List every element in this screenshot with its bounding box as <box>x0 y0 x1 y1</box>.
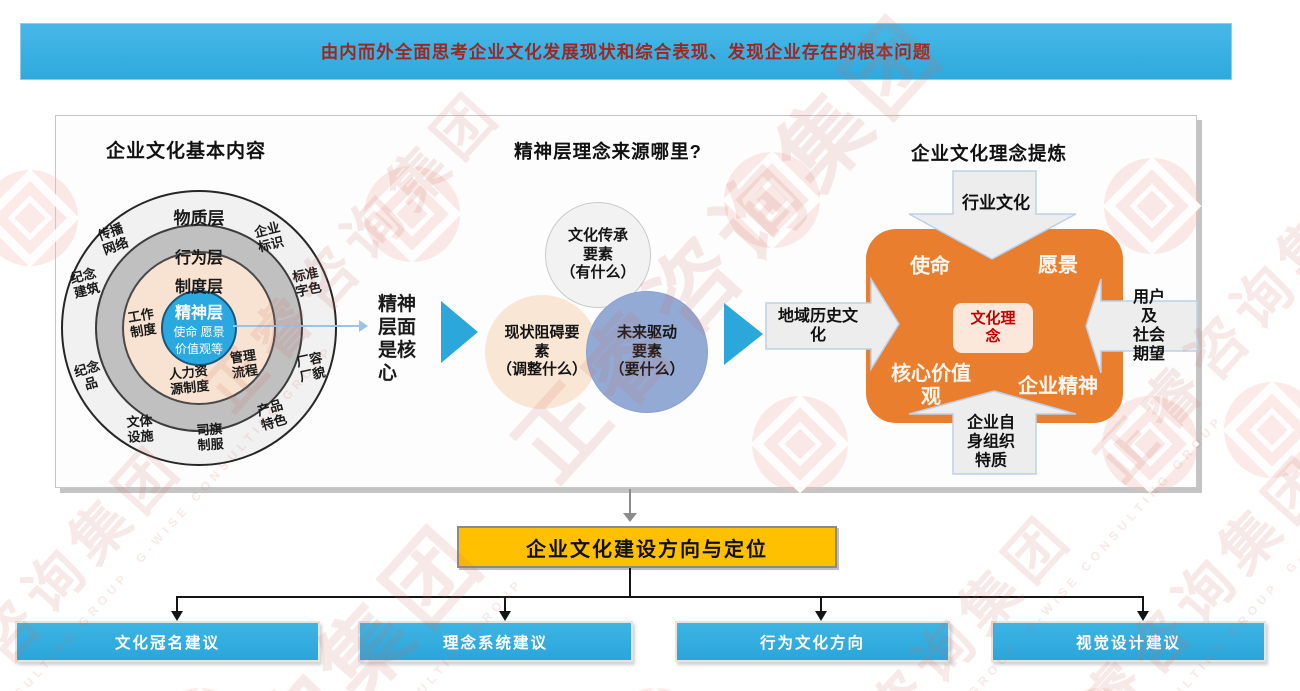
connector-stem <box>629 568 631 597</box>
banner: 由内而外全面思考企业文化发展现状和综合表现、发现企业存在的根本问题 <box>20 23 1232 80</box>
spirit-core-circle: 精神层 使命 愿景 价值观等 <box>161 290 237 366</box>
connector-drop-4 <box>1142 596 1144 612</box>
quad-core-values: 核心价值 观 <box>891 363 971 408</box>
output-box-behavior: 行为文化方向 <box>675 621 950 662</box>
brand-stamp-icon <box>1222 380 1300 480</box>
output-label-visual-design: 视觉设计建议 <box>1075 634 1181 652</box>
label-industry-culture: 行业文化 <box>962 193 1030 213</box>
connector-drop-1 <box>176 596 178 612</box>
output-label-idea-system: 理念系统建议 <box>442 634 548 652</box>
obstacle-circle: 现状阻碍要 素 （调整什么） <box>485 295 599 409</box>
quad-mission: 使命 <box>910 255 950 278</box>
drop-arrowhead-icon-1 <box>171 611 183 621</box>
banner-text: 由内而外全面思考企业文化发展现状和综合表现、发现企业存在的根本问题 <box>320 42 932 62</box>
item-hr-system: 人力资 源制度 <box>168 363 210 397</box>
connector-rail <box>176 596 1144 598</box>
source-title: 精神层理念来源哪里? <box>514 141 702 162</box>
output-box-idea-system: 理念系统建议 <box>358 621 633 662</box>
users-arrow-icon <box>1085 278 1198 374</box>
label-system-layer: 制度层 <box>174 279 223 296</box>
organization-arrow-icon <box>908 390 1077 475</box>
refine-arrows <box>765 170 1198 475</box>
core-pointer-line <box>233 325 359 327</box>
item-work-system: 工作 制度 <box>126 305 158 341</box>
drop-arrowhead-icon-4 <box>1137 611 1149 621</box>
spirit-core-note: 精神 层面 是核 心 <box>378 294 417 384</box>
label-users-expectation: 用户及 社会期望 <box>1132 289 1165 363</box>
panel-to-direction-arrowhead-icon <box>623 513 637 522</box>
label-behavior-layer: 行为层 <box>174 250 223 267</box>
core-pointer-arrowhead-icon <box>359 320 368 332</box>
item-flag-uniform: 司旗 制服 <box>195 421 225 453</box>
output-label-behavior: 行为文化方向 <box>759 634 865 652</box>
output-box-visual-design: 视觉设计建议 <box>991 621 1266 662</box>
cyan-arrow-icon-1 <box>441 301 478 363</box>
direction-box: 企业文化建设方向与定位 <box>457 526 837 568</box>
connector-drop-3 <box>820 596 822 612</box>
item-management-process: 管理 流程 <box>229 347 259 381</box>
basic-content-title: 企业文化基本内容 <box>106 141 267 162</box>
drop-arrowhead-icon-3 <box>815 611 827 621</box>
region-arrow-icon <box>765 276 900 372</box>
drop-arrowhead-icon-2 <box>499 611 511 621</box>
refine-title: 企业文化理念提炼 <box>910 143 1067 164</box>
cyan-arrow-icon-2 <box>724 303 763 365</box>
label-organization-trait: 企业自 身组织 特质 <box>966 414 1016 470</box>
label-material-layer: 物质层 <box>173 209 225 228</box>
core-line2: 使命 愿景 <box>173 325 225 339</box>
connector-drop-2 <box>504 596 506 612</box>
culture-idea-center-box: 文化理 念 <box>953 303 1033 353</box>
output-label-naming: 文化冠名建议 <box>114 634 220 652</box>
core-line3: 价值观等 <box>174 342 223 356</box>
main-panel: 企业文化基本内容 精神层 使命 愿景 价值观等 物质层 行为层 制度层 传播 网… <box>55 115 1198 488</box>
panel-to-direction-line <box>629 489 631 514</box>
industry-arrow-icon <box>908 170 1077 260</box>
core-title: 精神层 <box>174 305 223 322</box>
direction-box-label: 企业文化建设方向与定位 <box>526 538 768 561</box>
item-sports-facility: 文体 设施 <box>125 413 155 445</box>
driver-circle: 未来驱动 要素 （要什么） <box>586 291 708 413</box>
output-box-naming: 文化冠名建议 <box>15 621 320 662</box>
quad-vision: 愿景 <box>1038 254 1078 277</box>
label-region-history: 地域历史文 化 <box>777 308 859 344</box>
quad-spirit: 企业精神 <box>1018 375 1098 398</box>
heritage-circle: 文化传承 要素 （有什么） <box>545 202 651 308</box>
